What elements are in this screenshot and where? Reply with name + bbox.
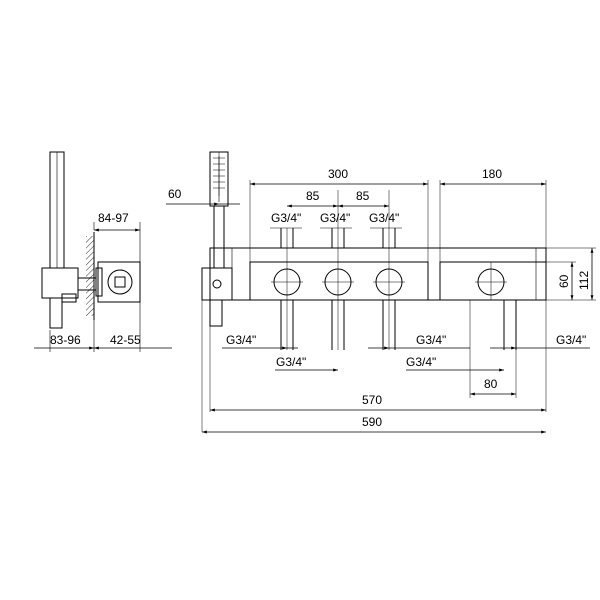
side-dimensions: 84-97 83-96 42-55 [34,211,172,350]
dim-85-a: 85 [306,189,320,203]
dim-300: 300 [328,167,348,181]
dim-85-b: 85 [356,189,370,203]
side-hose [49,297,63,329]
dim-side-top: 84-97 [98,211,129,225]
side-view [41,151,141,352]
dim-height-112: 112 [577,271,591,290]
side-valve-body [97,261,141,303]
front-valve-plate [249,261,429,301]
front-hose [209,299,223,327]
dim-height-60: 60 [557,274,571,288]
front-holder [201,267,233,301]
dim-side-bottom-right: 42-55 [110,333,141,347]
front-dimensions: 300 180 60 85 85 G3/4" G3/4" G3/4" 60 11… [166,167,594,434]
dim-60-hand-shower: 60 [168,187,182,201]
dim-80: 80 [484,377,498,391]
thread-bottom-4: G3/4" [406,355,436,369]
thread-bottom-1: G3/4" [226,333,256,347]
side-valve-front [95,267,103,297]
thread-bottom-5: G3/4" [556,333,586,347]
front-view [201,151,596,432]
thread-top-1: G3/4" [271,211,301,225]
front-shower-handle [213,205,225,269]
front-thermostat-plate [439,261,547,301]
thread-top-3: G3/4" [369,211,399,225]
dim-side-bottom-left: 83-96 [50,333,81,347]
dim-180: 180 [482,167,502,181]
thread-bottom-2: G3/4" [276,355,306,369]
thread-bottom-3: G3/4" [416,333,446,347]
front-backplate [209,247,547,301]
side-wall-hatch [86,236,94,316]
dim-590: 590 [362,415,382,429]
dim-570: 570 [362,393,382,407]
side-valve-circle [107,269,133,295]
thread-top-2: G3/4" [320,211,350,225]
